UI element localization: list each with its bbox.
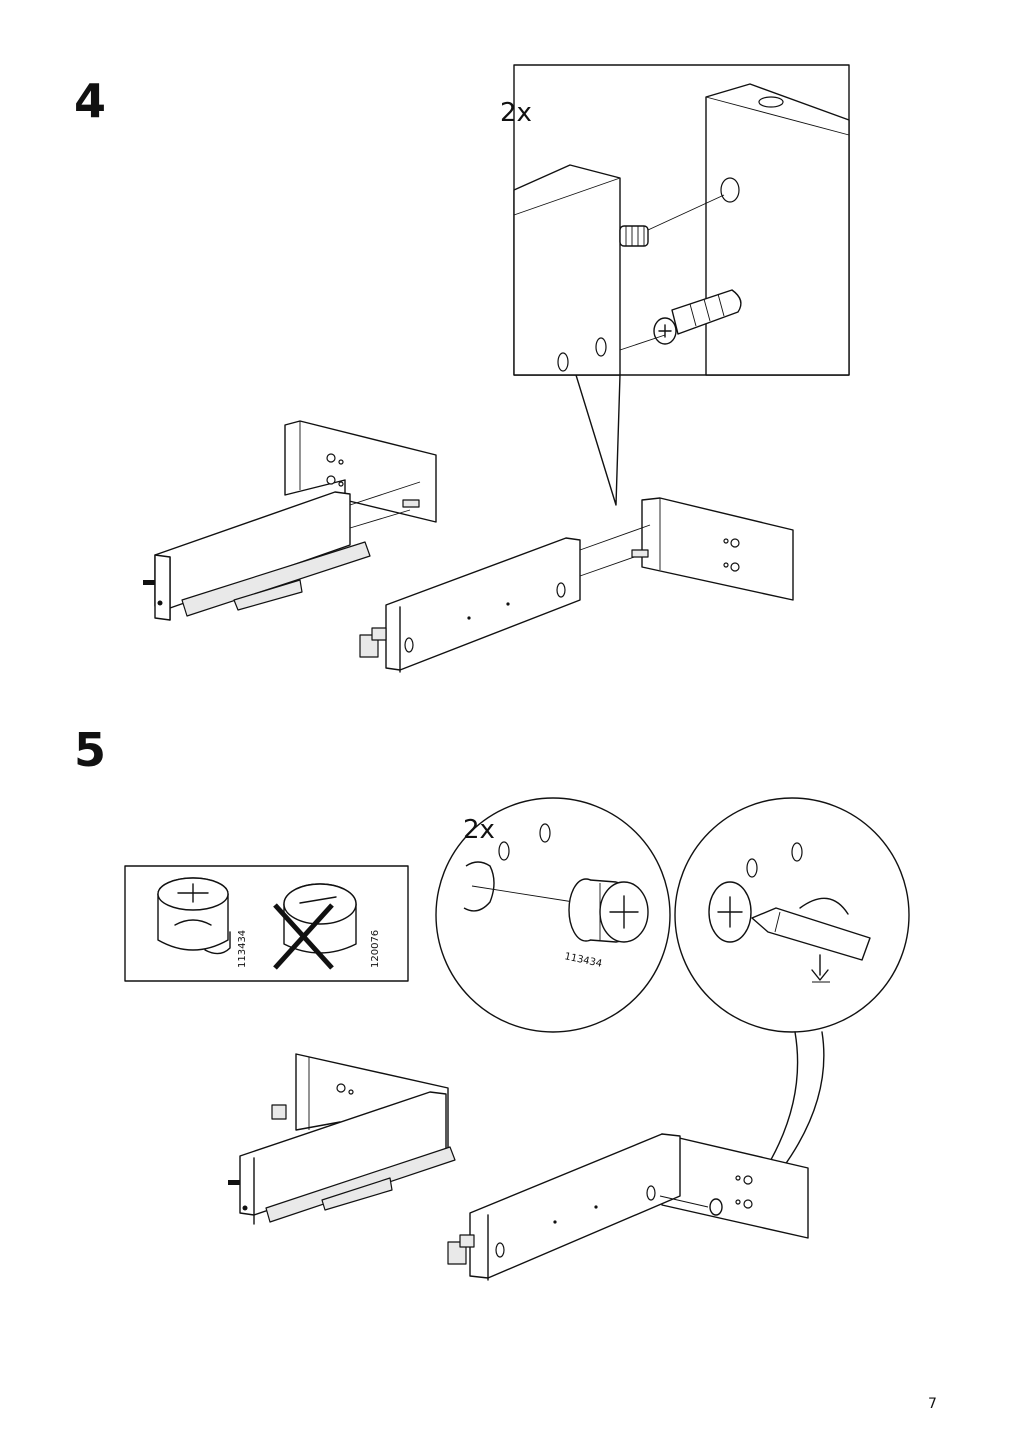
detail-right-board <box>705 83 850 376</box>
wooden-dowel <box>619 225 649 247</box>
wrong-part-id: 120076 <box>370 930 381 968</box>
correct-cam-lock-icon <box>157 877 231 955</box>
step-5-front-panel <box>661 1133 809 1239</box>
front-panel <box>641 497 794 601</box>
callout-part-id: 113434 <box>563 951 603 970</box>
step-5-quantity-label: 2x <box>463 815 495 845</box>
step-4-left-assembly <box>143 420 437 621</box>
cam-lock-head <box>708 881 752 943</box>
part-comparison-frame <box>124 865 409 982</box>
detail-left-board <box>513 164 621 376</box>
step-4-number: 4 <box>74 74 107 128</box>
detail-side-hole <box>720 177 740 203</box>
wrong-cam-lock-icon <box>273 883 357 970</box>
cam-lock-fitting <box>568 878 649 943</box>
installed-cam-lock <box>709 1198 723 1216</box>
detail-top-hole <box>758 96 784 108</box>
step-4-detail-callout: 2x <box>500 64 850 506</box>
step-5-left-assembly <box>228 1053 456 1225</box>
step-5-part-box: 113434 120076 <box>124 865 409 982</box>
correct-part-id: 113434 <box>237 930 248 968</box>
step-5-cam-insert-callout: 2x 113434 <box>435 797 671 1033</box>
page-number: 7 <box>928 1396 937 1412</box>
back-panel <box>284 420 437 523</box>
side-board <box>385 537 581 671</box>
dowel-guide-line <box>647 194 725 231</box>
step-4-quantity-label: 2x <box>500 98 532 128</box>
callout-pointer <box>575 374 621 506</box>
callout-circle-insert <box>435 797 671 1033</box>
step-5-side-board <box>469 1133 681 1279</box>
screwdriver-icon <box>751 907 871 961</box>
step-5-number: 5 <box>74 723 107 777</box>
rotation-arrow <box>799 897 849 915</box>
step-5-tighten-callout <box>674 797 910 1033</box>
callout-circle-tighten <box>674 797 910 1033</box>
drawer-runner <box>181 541 371 617</box>
turn-direction-arrow <box>811 954 829 981</box>
cam-bolt <box>653 289 742 345</box>
cam-hole <box>463 861 495 912</box>
step-4-right-assembly <box>359 497 794 673</box>
step-5-right-assembly <box>447 1133 809 1281</box>
